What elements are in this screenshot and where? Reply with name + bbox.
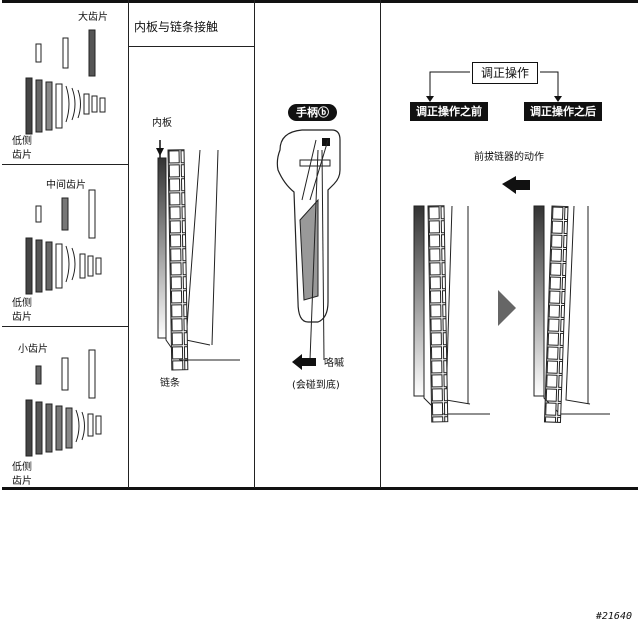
chain-before: [413, 205, 490, 423]
left-arrow-icon: [502, 176, 530, 194]
low-gear-label-mid-1: 低侧: [12, 298, 32, 309]
chain-label: 链条: [160, 378, 180, 389]
low-gear-label-top-2: 齿片: [12, 150, 32, 161]
low-gear-label-bot-1: 低侧: [12, 462, 32, 473]
gear-set-bottom: [25, 349, 102, 457]
low-gear-label-bot-2: 齿片: [12, 476, 32, 487]
inner-plate-header: 内板与链条接触: [134, 20, 219, 34]
click-label: 咯嘁: [324, 358, 344, 369]
derailleur-motion-label: 前拔链器的动作: [474, 152, 544, 163]
low-gear-label-top-1: 低侧: [12, 136, 32, 147]
lever-label: 手柄: [296, 106, 318, 119]
small-gear-label: 小齿片: [18, 344, 48, 355]
column-divider-2: [254, 0, 255, 488]
low-gear-label-mid-2: 齿片: [12, 312, 32, 323]
inner-plate-diagram: [156, 140, 240, 371]
top-rule: [2, 0, 638, 3]
figure-number: #21640: [595, 611, 632, 622]
row-divider-2: [2, 326, 128, 327]
down-arrow-icon: [156, 148, 164, 156]
column-divider-1: [128, 0, 129, 488]
gear-set-middle: [25, 189, 102, 295]
lever-diagram: [276, 129, 341, 370]
before-adjust-label: 调正操作之前: [410, 102, 488, 121]
chain-after: [533, 205, 610, 423]
column-divider-3: [380, 0, 381, 488]
row-divider-1: [2, 164, 128, 165]
after-adjust-label: 调正操作之后: [524, 102, 602, 121]
big-gear-label: 大齿片: [78, 12, 108, 23]
mid-gear-label: 中间齿片: [46, 180, 86, 191]
click-note: (会碰到底): [292, 380, 340, 391]
inner-plate-label: 内板: [152, 118, 172, 129]
right-triangle-icon: [498, 290, 516, 326]
bottom-rule: [2, 487, 638, 490]
lever-marker: ⓑ: [318, 106, 329, 119]
gear-set-top: [25, 29, 106, 135]
header-divider: [128, 46, 254, 47]
adjust-operation-box: 调正操作: [472, 62, 539, 84]
adjust-flow-arrows: [426, 71, 562, 326]
lever-badge: 手柄ⓑ: [288, 104, 337, 121]
left-arrow-icon: [292, 354, 316, 370]
